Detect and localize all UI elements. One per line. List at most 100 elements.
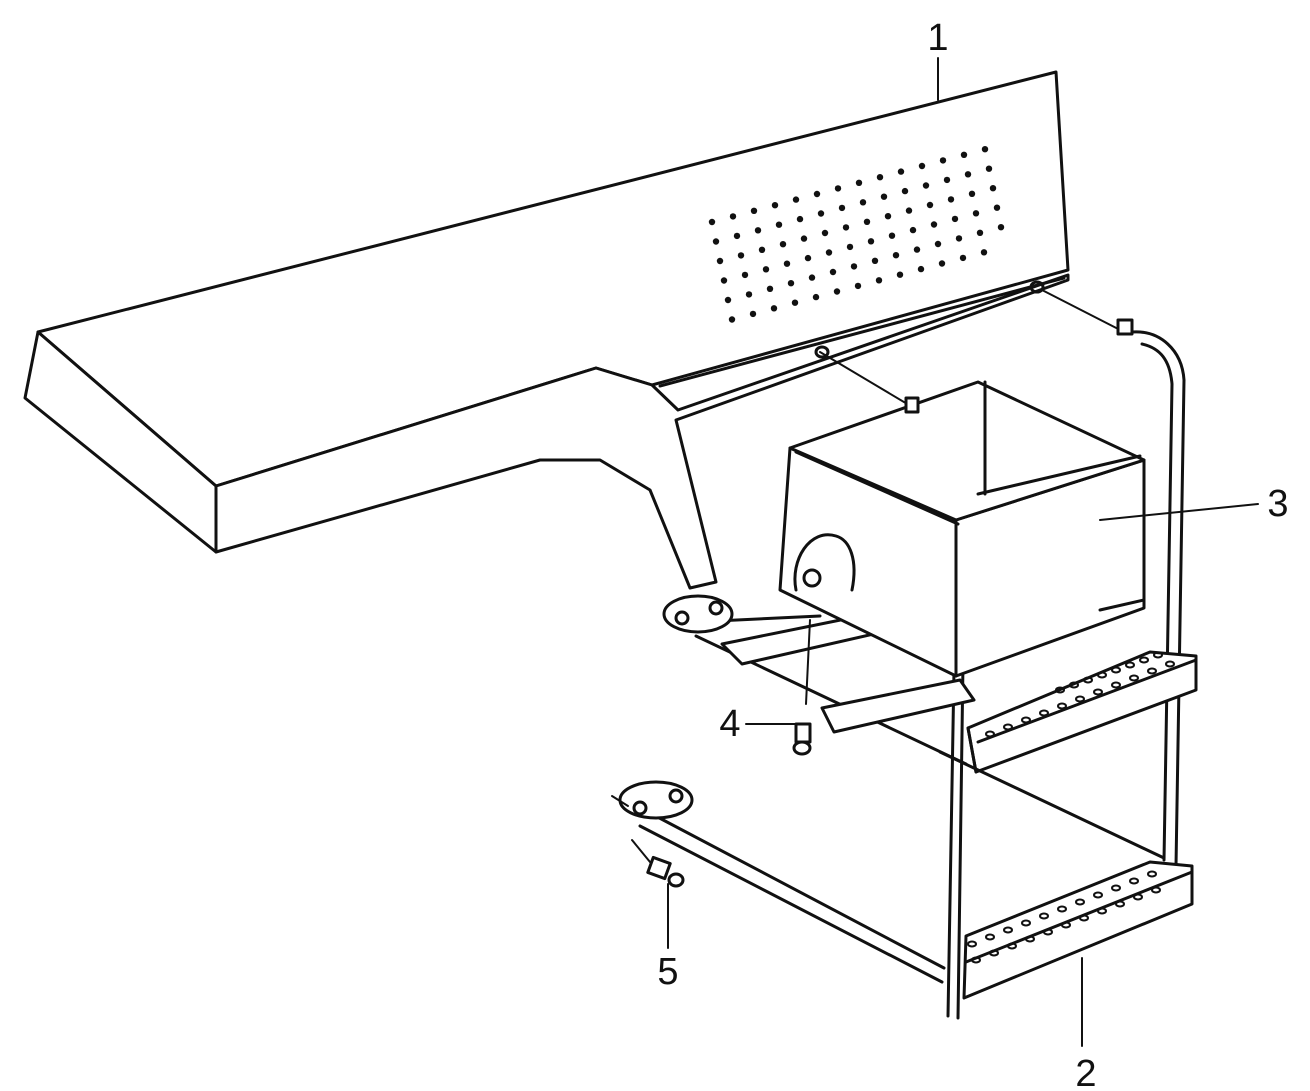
vent-hole	[800, 235, 808, 242]
vent-hole	[955, 235, 963, 242]
step-slot	[1057, 702, 1067, 710]
vent-hole	[712, 238, 720, 245]
step-slot	[1055, 686, 1065, 694]
vent-hole	[972, 210, 980, 217]
storage-box	[778, 380, 1146, 678]
step-slot	[1083, 676, 1093, 684]
step-slot	[1153, 651, 1163, 659]
vent-hole	[905, 207, 913, 214]
step-slot	[1111, 666, 1121, 674]
step-slot	[1165, 660, 1175, 668]
step-slot	[1093, 891, 1103, 899]
vent-hole	[959, 254, 967, 262]
vent-hole	[922, 182, 930, 189]
vent-hole	[875, 277, 883, 284]
vent-hole	[968, 190, 976, 197]
vent-hole	[833, 288, 841, 295]
vent-hole	[918, 162, 926, 170]
vent-hole	[838, 204, 846, 212]
step-slot	[1007, 942, 1017, 950]
vent-hole	[951, 215, 959, 223]
vent-hole	[720, 277, 728, 284]
vent-hole	[716, 257, 724, 265]
vent-hole	[909, 226, 917, 234]
vent-hole	[880, 193, 888, 200]
vent-hole	[917, 265, 925, 273]
vent-hole	[863, 218, 871, 225]
vent-hole	[960, 151, 968, 158]
vent-hole	[829, 268, 837, 276]
step-slot	[1075, 898, 1085, 906]
step-slot	[1093, 688, 1103, 696]
vent-hole	[888, 232, 896, 239]
vent-hole	[846, 243, 854, 251]
vent-hole	[842, 224, 850, 231]
step-slot	[985, 730, 995, 738]
callout-3: 3	[1267, 483, 1288, 525]
vent-hole	[997, 224, 1005, 231]
step-slot	[1111, 681, 1121, 689]
step-slot	[1147, 870, 1157, 878]
vent-hole	[854, 282, 862, 290]
step-slot	[967, 940, 977, 948]
vent-hole	[808, 274, 816, 281]
vent-hole	[754, 227, 762, 234]
vent-hole	[796, 215, 804, 223]
step-slot	[989, 949, 999, 957]
vent-hole	[850, 263, 858, 270]
vent-hole	[745, 291, 753, 298]
step-slot	[1097, 907, 1107, 915]
vent-hole	[926, 201, 934, 209]
ventilation-holes	[708, 146, 1005, 323]
step-slot	[1021, 716, 1031, 724]
vent-hole	[750, 207, 758, 214]
vent-hole	[737, 252, 745, 259]
vent-hole	[892, 252, 900, 259]
vent-hole	[749, 310, 757, 318]
vent-hole	[896, 271, 904, 278]
vent-hole	[779, 241, 787, 248]
vent-hole	[939, 157, 947, 164]
vent-hole	[766, 285, 774, 292]
vent-hole	[728, 316, 736, 323]
vent-hole	[964, 171, 972, 178]
vent-hole	[938, 260, 946, 267]
vent-hole	[825, 249, 833, 256]
vent-hole	[993, 204, 1001, 211]
callout-2: 2	[1075, 1053, 1096, 1091]
vent-hole	[787, 280, 795, 287]
vent-hole	[947, 196, 955, 203]
step-slot	[1139, 656, 1149, 664]
vent-hole	[762, 266, 770, 273]
step-slot	[1025, 935, 1035, 943]
vent-hole	[792, 196, 800, 203]
vent-hole	[771, 202, 779, 209]
step-slot	[1129, 877, 1139, 885]
callout-1: 1	[927, 17, 948, 59]
vent-hole	[985, 165, 993, 172]
step-slot	[1061, 921, 1071, 929]
vent-hole	[770, 305, 778, 312]
step-slot	[1147, 667, 1157, 675]
callout-4: 4	[719, 703, 740, 745]
vent-hole	[733, 232, 741, 240]
step-slot	[971, 956, 981, 964]
vent-hole	[741, 271, 749, 279]
step-slot	[1069, 681, 1079, 689]
vent-hole	[976, 229, 984, 236]
vent-hole	[981, 146, 989, 153]
step-slot	[1097, 671, 1107, 679]
vent-hole	[901, 187, 909, 195]
step-slot	[1075, 695, 1085, 703]
vent-hole	[980, 249, 988, 256]
vent-hole	[729, 213, 737, 220]
vent-hole	[821, 229, 829, 237]
vent-hole	[813, 190, 821, 198]
vent-hole	[834, 185, 842, 192]
step-slot	[1125, 661, 1135, 669]
step-slot	[1003, 926, 1013, 934]
vent-hole	[943, 176, 951, 184]
step-slot	[1039, 709, 1049, 717]
vent-hole	[867, 238, 875, 245]
